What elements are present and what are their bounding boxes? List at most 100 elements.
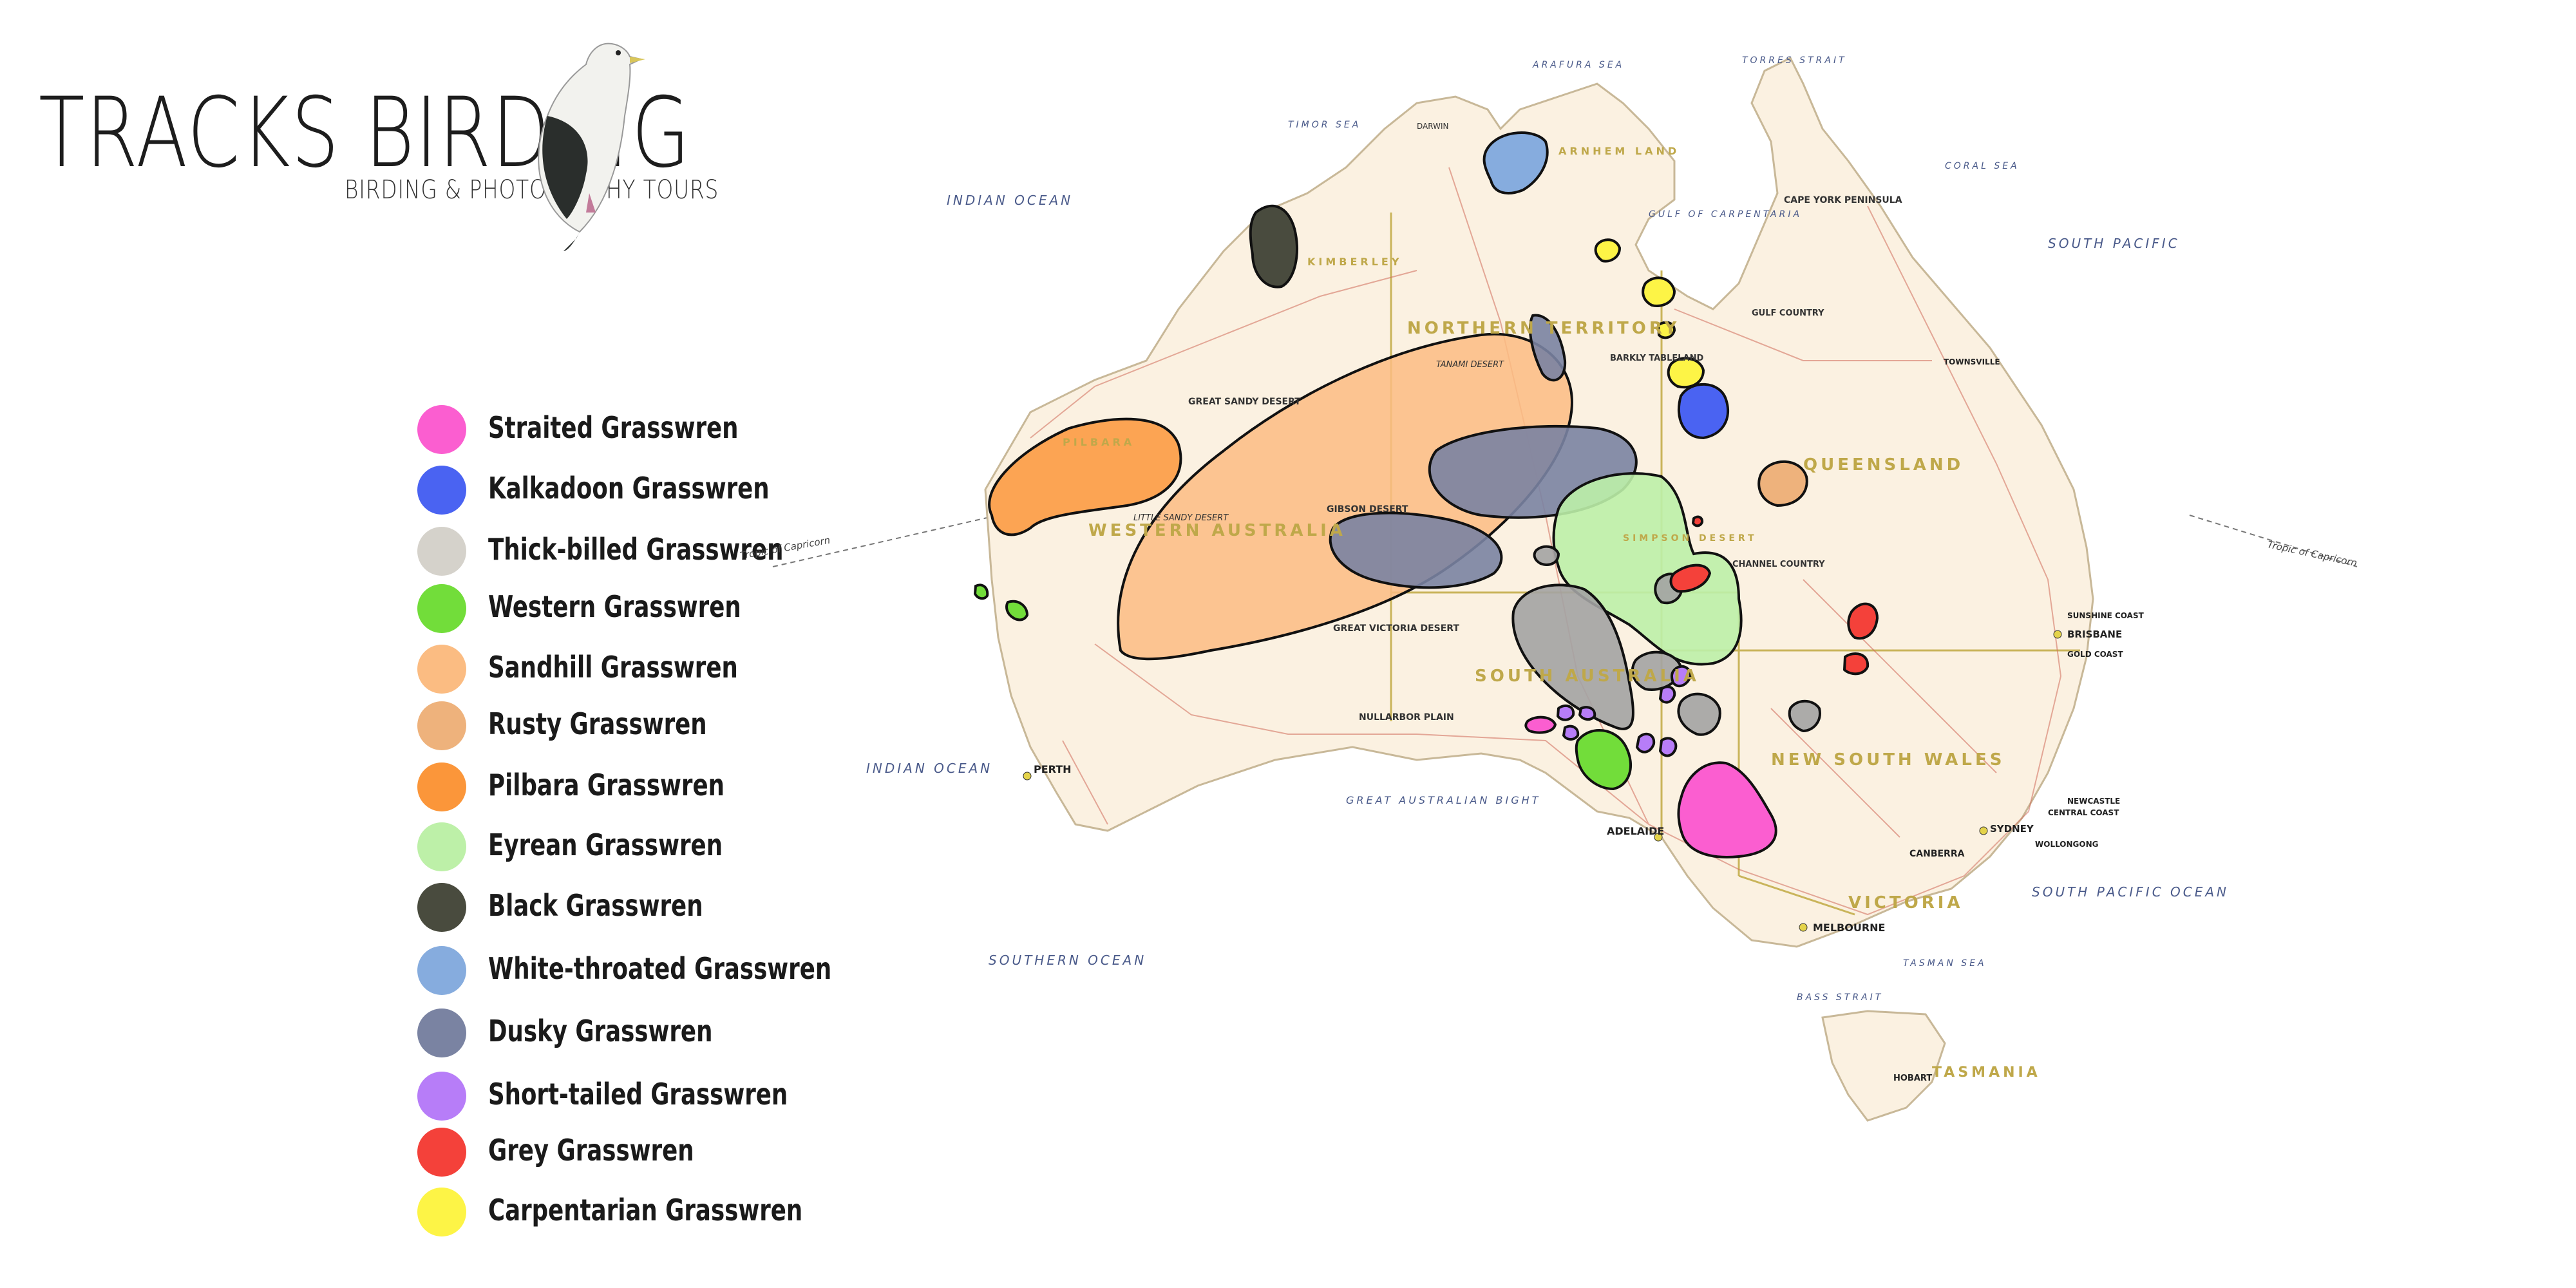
ocean-label: GULF OF CARPENTARIA	[1649, 209, 1802, 220]
legend-swatch	[417, 645, 466, 694]
range-grey-3	[1847, 602, 1879, 640]
city-label: MELBOURNE	[1813, 922, 1885, 934]
legend-label: Western Grasswren	[488, 589, 741, 624]
range-short-tailed-7	[1578, 706, 1596, 721]
range-grey-4	[1842, 652, 1870, 676]
city-label: GOLD COAST	[2067, 650, 2123, 659]
legend-item-white-throated: White-throated Grasswren	[412, 943, 889, 995]
range-short-tailed-4	[1658, 737, 1678, 757]
legend-item-rusty: Rusty Grasswren	[412, 699, 889, 750]
region-label: GREAT VICTORIA DESERT	[1333, 623, 1459, 634]
australia-map: INDIAN OCEAN INDIAN OCEAN SOUTHERN OCEAN…	[739, 55, 2358, 1122]
range-straited	[1677, 761, 1777, 858]
legend-item-sandhill: Sandhill Grasswren	[412, 642, 889, 694]
region-label: WESTERN AUSTRALIA	[1088, 521, 1346, 540]
city-labels: PERTH ADELAIDE MELBOURNE SYDNEY BRISBANE…	[1023, 122, 2145, 1083]
range-thick-billed-3	[1677, 692, 1721, 736]
range-rusty	[1757, 460, 1808, 507]
city-label: TOWNSVILLE	[1944, 357, 2000, 366]
tropic-of-capricorn-line	[772, 515, 2358, 567]
region-label: GULF COUNTRY	[1752, 308, 1824, 318]
legend-swatch	[417, 822, 466, 871]
legend-label: White-throated Grasswren	[488, 951, 832, 986]
legend-label: Short-tailed Grasswren	[488, 1077, 788, 1112]
ocean-labels: INDIAN OCEAN INDIAN OCEAN SOUTHERN OCEAN…	[866, 55, 2226, 1003]
legend-item-black: Black Grasswren	[412, 880, 889, 932]
region-label: PILBARA	[1063, 436, 1135, 448]
legend-item-straited: Straited Grasswren	[412, 402, 889, 454]
legend-label: Black Grasswren	[488, 888, 703, 923]
pigeon-logo-icon	[538, 43, 645, 251]
legend-item-dusky: Dusky Grasswren	[412, 1006, 889, 1057]
legend-swatch	[417, 466, 466, 515]
region-label: GIBSON DESERT	[1327, 504, 1408, 515]
range-straited-2	[1524, 715, 1557, 734]
range-black	[1249, 204, 1298, 289]
region-label: NEW SOUTH WALES	[1771, 750, 2005, 770]
city-marker	[1799, 923, 1808, 932]
region-label: CHANNEL COUNTRY	[1732, 560, 1825, 569]
range-carpentarian-1	[1594, 238, 1622, 263]
region-label: LITTLE SANDY DESERT	[1133, 513, 1229, 523]
legend-item-eyrean: Eyrean Grasswren	[412, 820, 889, 871]
range-grey-2	[1691, 515, 1704, 527]
range-short-tailed-1	[1670, 665, 1692, 688]
range-dusky-2	[1329, 511, 1503, 589]
city-label: DARWIN	[1417, 122, 1448, 131]
legend-swatch	[417, 1072, 466, 1121]
brand-subtitle: BIRDING & PHOTOGRAPHY TOURS	[345, 175, 719, 205]
legend-swatch	[417, 883, 466, 932]
region-label: KIMBERLEY	[1307, 256, 1402, 268]
range-short-tailed-3	[1635, 732, 1656, 753]
city-label: NEWCASTLE	[2067, 797, 2120, 806]
range-short-tailed-2	[1658, 685, 1676, 704]
city-label: CENTRAL COAST	[2048, 808, 2119, 817]
range-western-3	[973, 583, 989, 600]
range-carpentarian-4	[1667, 357, 1705, 389]
city-label: PERTH	[1034, 763, 1072, 775]
ocean-label: TORRES STRAIT	[1742, 55, 1847, 66]
range-short-tailed-5	[1556, 704, 1575, 721]
region-label: TASMANIA	[1932, 1065, 2041, 1081]
legend-label: Rusty Grasswren	[488, 706, 707, 741]
region-label: VICTORIA	[1848, 893, 1964, 913]
region-label: SOUTH AUSTRALIA	[1475, 667, 1700, 686]
legend-swatch	[417, 1009, 466, 1057]
city-marker	[1979, 826, 1988, 835]
legend-swatch	[417, 701, 466, 750]
tropic-label: Tropic of Capricorn	[2266, 538, 2358, 569]
legend-item-pilbara: Pilbara Grasswren	[412, 760, 889, 811]
legend-swatch	[417, 762, 466, 811]
city-label: ADELAIDE	[1607, 825, 1664, 837]
legend-label: Grey Grasswren	[488, 1133, 694, 1168]
legend-swatch	[417, 946, 466, 995]
region-label: GREAT SANDY DESERT	[1188, 397, 1301, 407]
tasmania	[1821, 1010, 1946, 1122]
region-label: NORTHERN TERRITORY	[1407, 319, 1680, 338]
region-label: BARKLY TABLELAND	[1610, 354, 1703, 363]
range-dusky-3	[1528, 314, 1567, 382]
city-label: CANBERRA	[1909, 849, 1965, 859]
ocean-label: INDIAN OCEAN	[866, 761, 992, 776]
legend-item-western: Western Grasswren	[412, 582, 889, 633]
legend-swatch	[417, 1188, 466, 1236]
legend-label: Straited Grasswren	[488, 410, 739, 445]
legend-item-grey: Grey Grasswren	[412, 1125, 889, 1177]
range-carpentarian-2	[1642, 276, 1676, 307]
region-labels: WESTERN AUSTRALIA NORTHERN TERRITORY SOU…	[1063, 145, 2041, 1081]
region-label: NULLARBOR PLAIN	[1359, 712, 1454, 723]
range-thick-billed-4	[1788, 699, 1821, 733]
city-label: SUNSHINE COAST	[2067, 611, 2145, 620]
region-label: CAPE YORK PENINSULA	[1784, 195, 1902, 205]
region-label: SIMPSON DESERT	[1623, 533, 1757, 544]
ocean-label: GREAT AUSTRALIAN BIGHT	[1346, 794, 1540, 806]
city-label: SYDNEY	[1990, 823, 2034, 835]
city-label: WOLLONGONG	[2035, 840, 2099, 849]
range-western-2	[1005, 600, 1029, 621]
range-western-1	[1575, 729, 1633, 791]
legend-label: Eyrean Grasswren	[488, 828, 723, 862]
range-pilbara	[988, 417, 1182, 536]
legend-label: Sandhill Grasswren	[488, 650, 738, 685]
city-marker	[2053, 630, 2062, 639]
range-sandhill	[1117, 332, 1573, 661]
